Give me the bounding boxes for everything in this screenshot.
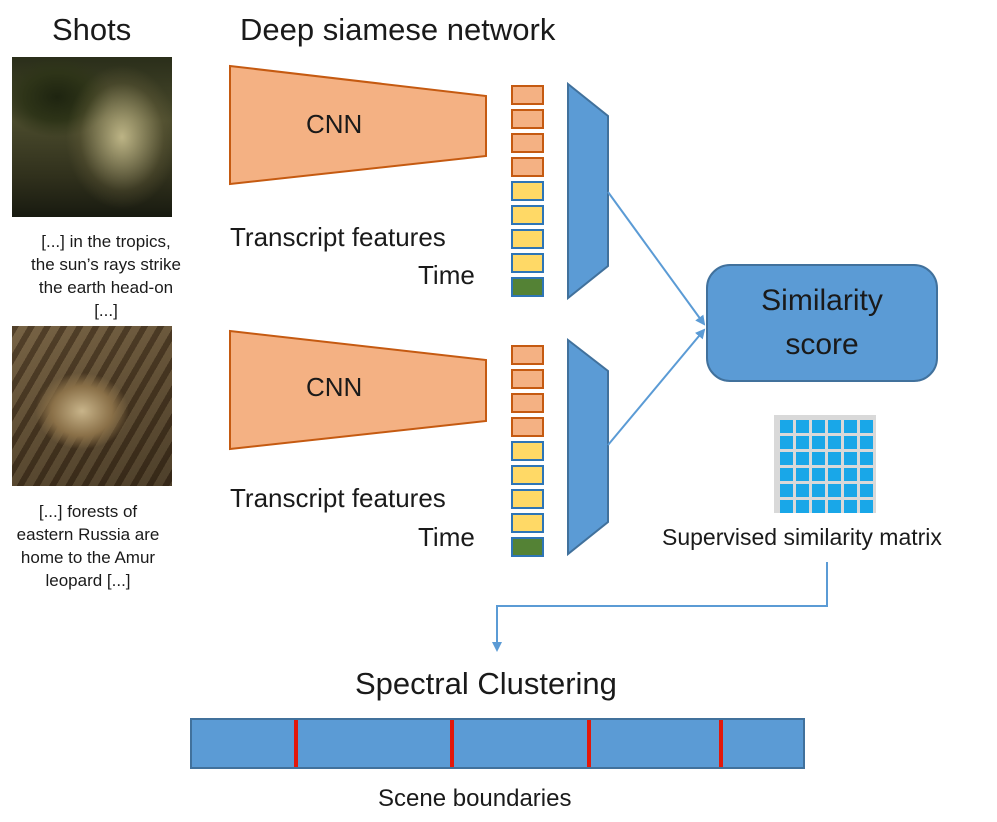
feature-cell-transcript <box>511 513 544 533</box>
cnn-block-bottom <box>229 329 487 451</box>
shot-thumbnail-jungle <box>12 57 172 217</box>
scene-boundaries-label: Scene boundaries <box>378 785 572 812</box>
matrix-cell <box>780 420 793 433</box>
feature-cell-cnn <box>511 85 544 105</box>
caption-line: [...] forests of <box>38 502 138 521</box>
feature-cell-cnn <box>511 109 544 129</box>
matrix-cell <box>828 420 841 433</box>
arrow-matrix-to-clustering <box>492 562 828 652</box>
matrix-cell <box>796 468 809 481</box>
matrix-cell <box>812 500 825 513</box>
matrix-cell <box>860 420 873 433</box>
feature-cell-transcript <box>511 205 544 225</box>
scene-boundary-marker <box>587 720 591 767</box>
caption-line: [...] <box>94 301 118 320</box>
matrix-cell <box>796 452 809 465</box>
matrix-cell <box>812 420 825 433</box>
fc-layer-top <box>567 81 609 301</box>
feature-cell-transcript <box>511 465 544 485</box>
matrix-cell <box>828 500 841 513</box>
matrix-cell <box>844 468 857 481</box>
matrix-cell <box>844 420 857 433</box>
matrix-cell <box>796 484 809 497</box>
matrix-cell <box>828 452 841 465</box>
matrix-cell <box>812 436 825 449</box>
shot-thumbnail-leopard <box>12 326 172 486</box>
similarity-matrix-label: Supervised similarity matrix <box>662 524 942 550</box>
spectral-clustering-title: Spectral Clustering <box>355 666 617 701</box>
time-label-bottom: Time <box>418 522 475 552</box>
time-label-top: Time <box>418 260 475 290</box>
cnn-block-top <box>229 64 487 186</box>
feature-cell-time <box>511 537 544 557</box>
caption-line: the sun’s rays strike <box>31 255 181 274</box>
matrix-cell <box>844 500 857 513</box>
matrix-cell <box>796 500 809 513</box>
feature-vector-top <box>511 85 544 297</box>
scene-boundary-marker <box>450 720 454 767</box>
matrix-cell <box>828 484 841 497</box>
matrix-cell <box>812 452 825 465</box>
matrix-cell <box>796 436 809 449</box>
matrix-cell <box>860 484 873 497</box>
feature-cell-transcript <box>511 229 544 249</box>
similarity-score-box: Similarity score <box>706 264 938 382</box>
network-header: Deep siamese network <box>240 12 556 47</box>
cnn-label-top: CNN <box>306 109 363 139</box>
caption-line: home to the Amur <box>20 548 156 567</box>
feature-cell-cnn <box>511 417 544 437</box>
feature-cell-transcript <box>511 441 544 461</box>
scene-boundary-marker <box>294 720 298 767</box>
scene-boundaries-bar <box>190 718 805 769</box>
matrix-cell <box>780 468 793 481</box>
matrix-cell <box>780 500 793 513</box>
matrix-cell <box>828 468 841 481</box>
matrix-cell <box>828 436 841 449</box>
scene-boundary-marker <box>719 720 723 767</box>
matrix-cell <box>780 452 793 465</box>
similarity-matrix-cells <box>780 420 873 513</box>
fc-layer-bottom <box>567 337 609 557</box>
matrix-cell <box>780 484 793 497</box>
feature-vector-bottom <box>511 345 544 557</box>
matrix-cell <box>812 484 825 497</box>
feature-cell-transcript <box>511 181 544 201</box>
matrix-cell <box>860 468 873 481</box>
feature-cell-cnn <box>511 369 544 389</box>
feature-cell-cnn <box>511 157 544 177</box>
matrix-cell <box>860 500 873 513</box>
feature-cell-transcript <box>511 253 544 273</box>
feature-cell-cnn <box>511 345 544 365</box>
matrix-cell <box>796 420 809 433</box>
caption-line: [...] in the tropics, <box>41 232 171 251</box>
matrix-cell <box>812 468 825 481</box>
feature-cell-transcript <box>511 489 544 509</box>
shot-caption-1: [...] in the tropics, the sun’s rays str… <box>6 230 206 322</box>
feature-cell-cnn <box>511 133 544 153</box>
matrix-cell <box>860 436 873 449</box>
shot-caption-2: [...] forests of eastern Russia are home… <box>0 500 188 592</box>
caption-line: eastern Russia are <box>16 525 160 544</box>
feature-cell-time <box>511 277 544 297</box>
similarity-score-label: Similarity score <box>761 284 883 361</box>
transcript-features-label-bottom: Transcript features <box>230 483 446 513</box>
matrix-cell <box>844 452 857 465</box>
matrix-cell <box>780 436 793 449</box>
matrix-cell <box>860 452 873 465</box>
caption-line: the earth head-on <box>38 278 174 297</box>
arrow-bottom-to-similarity <box>607 328 706 446</box>
cnn-label-bottom: CNN <box>306 372 363 402</box>
feature-cell-cnn <box>511 393 544 413</box>
transcript-features-label-top: Transcript features <box>230 222 446 252</box>
shots-header: Shots <box>52 12 132 47</box>
caption-line: leopard [...] <box>45 571 131 590</box>
arrow-top-to-similarity <box>607 191 706 326</box>
matrix-cell <box>844 484 857 497</box>
matrix-cell <box>844 436 857 449</box>
